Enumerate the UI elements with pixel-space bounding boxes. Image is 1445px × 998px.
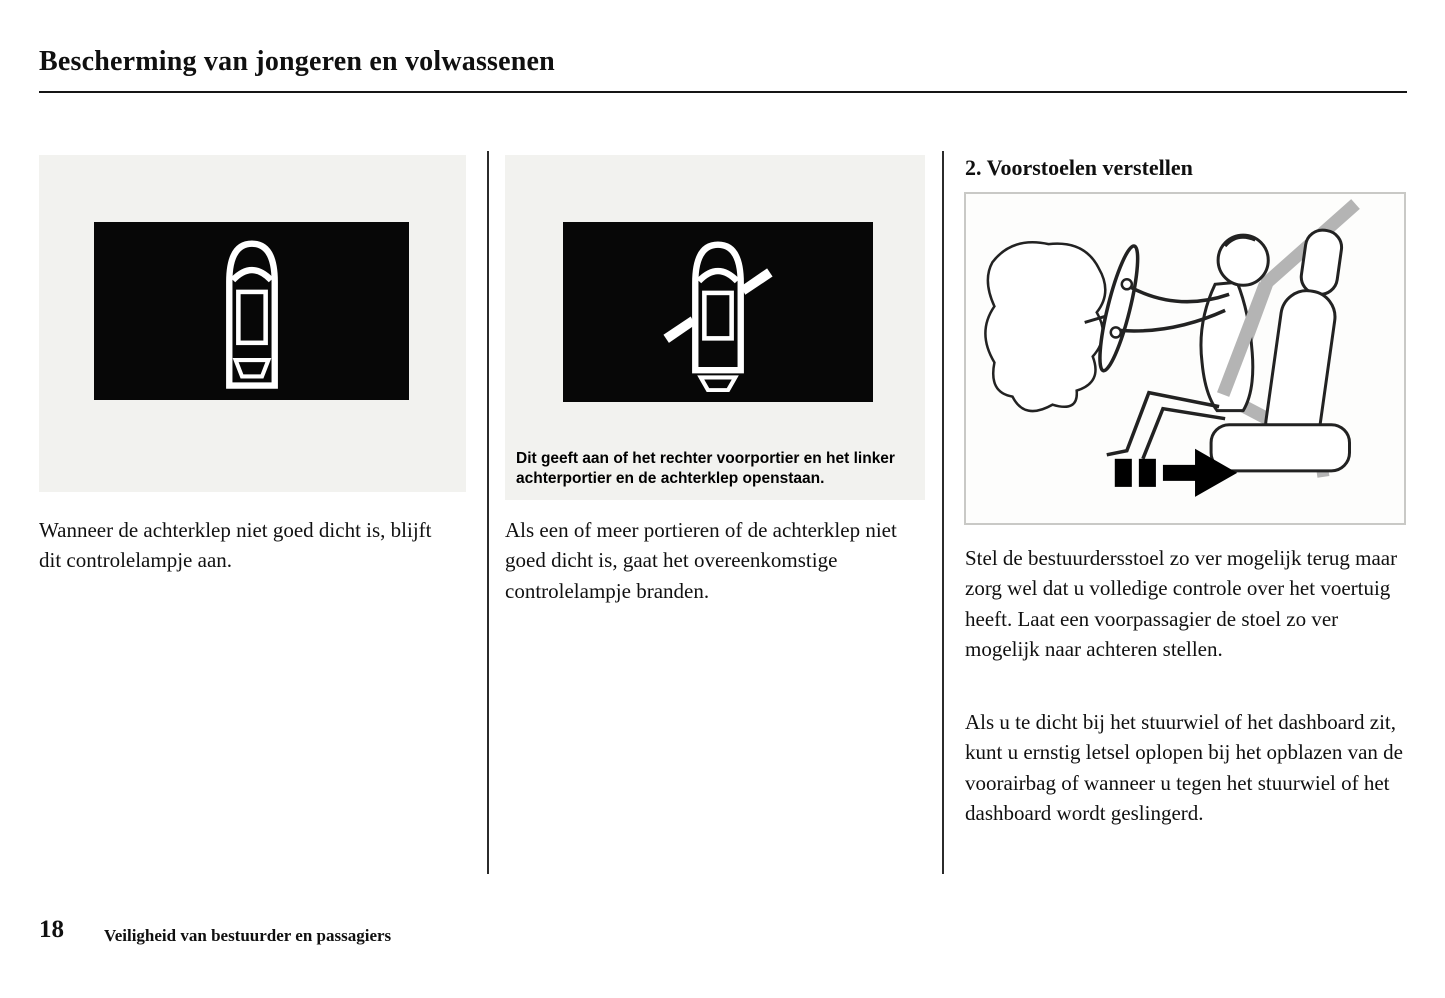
column-divider-left bbox=[487, 151, 489, 874]
shoulder-belt bbox=[1217, 281, 1272, 397]
headrest bbox=[1299, 228, 1344, 296]
seat-paragraph-1: Stel de bestuurdersstoel zo ver mogelijk… bbox=[965, 546, 1398, 662]
caption-doors-closed: Wanneer de achterklep niet goed dicht is… bbox=[39, 518, 432, 573]
indicator-caption-doors-open: Dit geeft aan of het rechter voorportier… bbox=[516, 450, 895, 488]
section-heading-seat-adjustment: 2. Voorstoelen verstellen bbox=[965, 155, 1193, 180]
driver-arm-lower bbox=[1118, 308, 1226, 333]
page-number: 18 bbox=[39, 916, 64, 943]
car-doors-closed-icon bbox=[225, 240, 278, 389]
title-rule bbox=[39, 91, 1407, 93]
driver-leg-front bbox=[1106, 390, 1220, 457]
seat-adjustment-figure bbox=[964, 192, 1406, 525]
car-doors-open-icon bbox=[663, 241, 773, 392]
dashboard-cutaway bbox=[984, 241, 1107, 413]
indicator-figure-doors-open: Dit geeft aan of het rechter voorportier… bbox=[505, 155, 925, 500]
driver-leg-back bbox=[1141, 406, 1226, 460]
driver-seat-illustration bbox=[984, 199, 1360, 497]
steering-wheel bbox=[1098, 244, 1140, 373]
indicator-figure-doors-closed bbox=[39, 155, 466, 492]
driver-head bbox=[1216, 233, 1270, 287]
body-doors-open: Als een of meer portieren of de achterkl… bbox=[505, 518, 897, 603]
driver-hair bbox=[1223, 235, 1256, 248]
seat-paragraph-2: Als u te dicht bij het stuurwiel of het … bbox=[965, 710, 1403, 826]
footer-section-title: Veiligheid van bestuurder en passagiers bbox=[104, 926, 392, 945]
indicator-screen-doors-closed bbox=[94, 222, 409, 400]
column-divider-right bbox=[942, 151, 944, 874]
indicator-screen-doors-open bbox=[563, 222, 873, 402]
page-title: Bescherming van jongeren en volwassenen bbox=[39, 46, 555, 77]
driver-arm-upper bbox=[1127, 284, 1230, 304]
seat-base bbox=[1209, 423, 1352, 473]
driver-hand-top bbox=[1120, 278, 1134, 291]
seat-back-arrow-icon bbox=[1114, 448, 1238, 497]
driver-hand-bottom bbox=[1109, 326, 1123, 339]
